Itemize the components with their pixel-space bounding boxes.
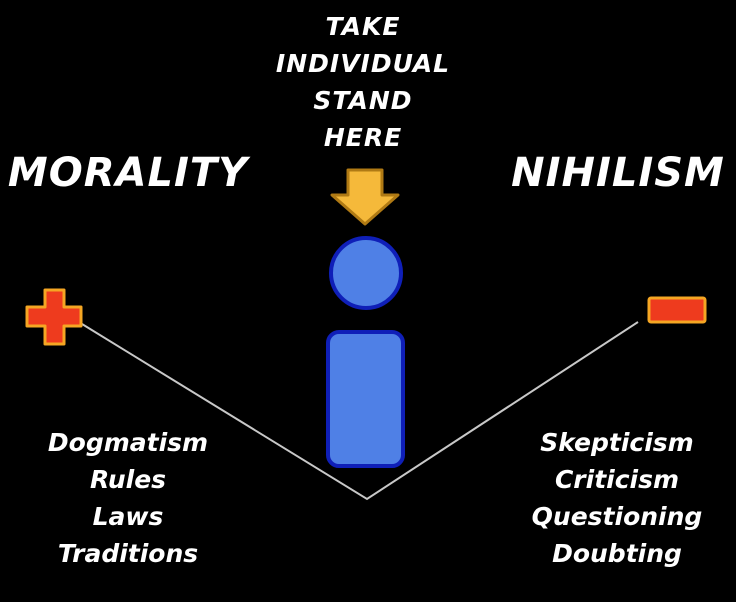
down-arrow-icon [330,168,400,226]
morality-title: MORALITY [7,150,249,196]
take-stand-text: TAKE INDIVIDUAL STAND HERE [238,8,488,156]
list-item: Questioning [531,502,703,531]
list-item: Dogmatism [47,428,209,457]
top-line-2: INDIVIDUAL [275,49,451,78]
plus-icon [25,288,83,346]
minus-icon [647,296,707,324]
list-item: Criticism [554,465,680,494]
top-line-4: HERE [323,123,403,152]
top-line-1: TAKE [325,12,401,41]
individual-person-icon [326,236,405,468]
morality-list: Dogmatism Rules Laws Traditions [16,424,240,572]
top-line-3: STAND [313,86,413,115]
list-item: Traditions [57,539,199,568]
person-body [326,330,405,468]
list-item: Skepticism [540,428,694,457]
list-item: Doubting [552,539,682,568]
v-line [81,321,639,501]
list-item: Rules [89,465,167,494]
person-head [329,236,403,310]
nihilism-title: NIHILISM [511,150,725,196]
nihilism-list: Skepticism Criticism Questioning Doubtin… [504,424,730,572]
list-item: Laws [92,502,164,531]
